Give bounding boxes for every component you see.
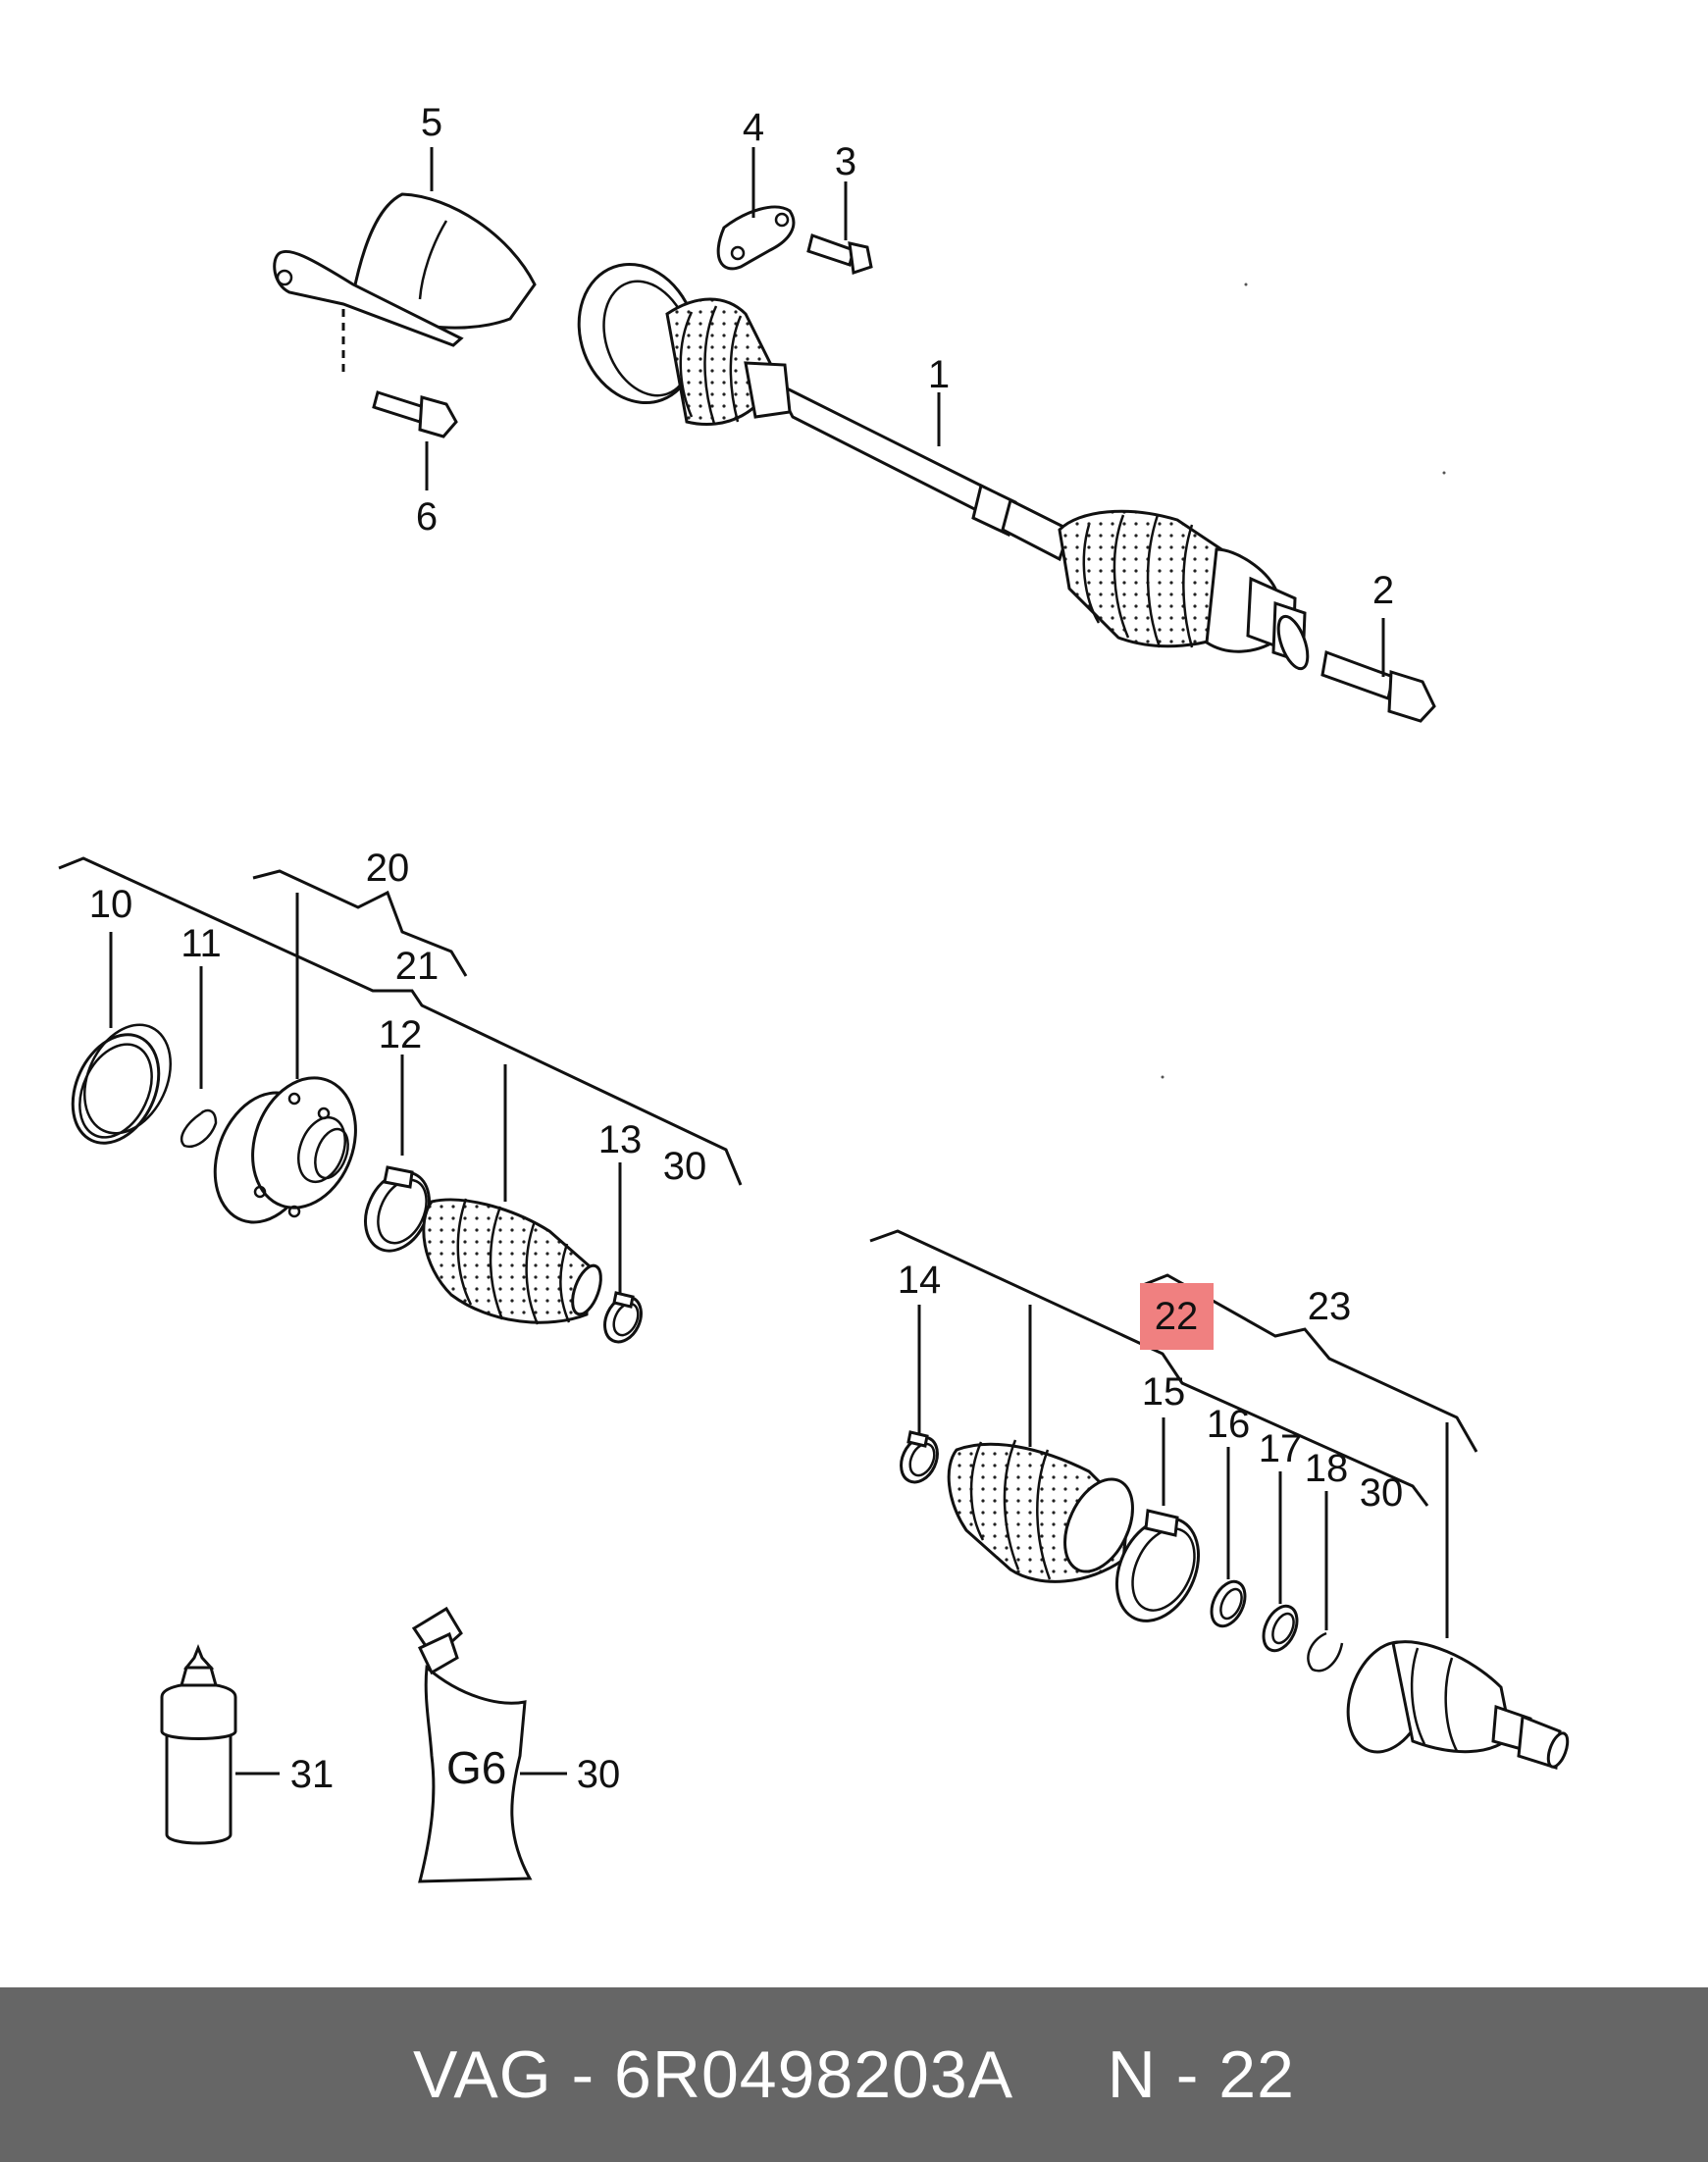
label-31: 31 <box>290 1753 335 1796</box>
label-18: 18 <box>1305 1447 1349 1490</box>
label-11: 11 <box>181 922 222 965</box>
label-13: 13 <box>598 1118 643 1161</box>
label-2: 2 <box>1372 569 1394 612</box>
inner-joint-kit <box>71 1023 643 1344</box>
sealant-bottle-part-31 <box>160 1643 237 1845</box>
leader-lines <box>58 147 1478 1776</box>
label-3: 3 <box>835 140 856 183</box>
label-5: 5 <box>421 101 442 144</box>
label-21: 21 <box>395 945 440 988</box>
label-22: 22 <box>1155 1295 1199 1338</box>
label-6: 6 <box>416 495 438 539</box>
label-1: 1 <box>928 353 950 396</box>
label-10: 10 <box>89 883 133 926</box>
bolt-part-3 <box>806 233 873 275</box>
exploded-parts-diagram: G6 1 2 3 4 <box>58 101 1570 1883</box>
heat-shield-part-5 <box>273 192 537 378</box>
tube-label: G6 <box>446 1742 506 1793</box>
label-15: 15 <box>1142 1370 1186 1414</box>
bolt-part-6 <box>372 390 458 438</box>
label-30-middle-right: 30 <box>1360 1471 1404 1515</box>
drive-shaft-assembly <box>577 262 1446 1079</box>
label-20: 20 <box>366 847 410 890</box>
label-4: 4 <box>743 106 764 149</box>
plate-part-4 <box>716 205 796 271</box>
label-12: 12 <box>379 1013 423 1056</box>
grease-tube-part-30: G6 <box>411 1606 533 1883</box>
footer-bar: VAG - 6R0498203A N - 22 <box>0 1987 1708 2162</box>
highlight-box <box>1140 1283 1214 1350</box>
label-30-bottom: 30 <box>577 1753 621 1796</box>
label-14: 14 <box>898 1259 942 1302</box>
callout-labels: 1 2 3 4 5 6 10 11 12 13 20 21 30 14 15 1… <box>89 101 1404 1796</box>
footer-text: VAG - 6R0498203A N - 22 <box>413 2037 1295 2112</box>
label-23: 23 <box>1308 1285 1352 1328</box>
label-30-middle-left: 30 <box>663 1145 707 1188</box>
label-17: 17 <box>1259 1427 1303 1470</box>
label-16: 16 <box>1207 1403 1251 1446</box>
outer-joint-kit <box>900 1430 1570 1770</box>
